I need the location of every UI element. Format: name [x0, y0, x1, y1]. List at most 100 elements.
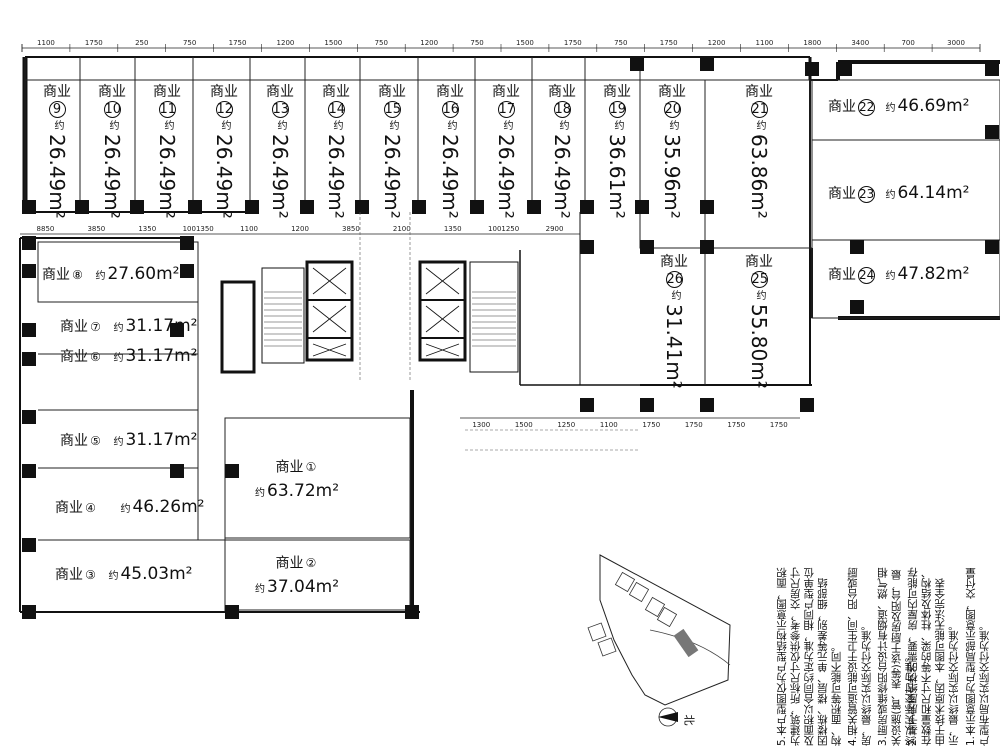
pillar — [580, 398, 594, 412]
unit-name: 商业 — [98, 84, 126, 100]
unit-name: 商业 — [378, 84, 406, 100]
pillar — [800, 398, 814, 412]
dim-text-bottom: 1500 — [515, 421, 533, 429]
site-plan-inset — [587, 554, 731, 727]
core-stairs-elevators — [220, 260, 519, 374]
dim-text-bottom: 1250 — [557, 421, 575, 429]
pillar — [22, 323, 36, 337]
area-prefix: 约 — [331, 120, 342, 130]
unit-name: 商业 — [548, 84, 576, 100]
dim-text-bottom: 1750 — [685, 421, 703, 429]
unit-number-badge: 11 — [158, 101, 177, 118]
pillar — [22, 538, 36, 552]
area-value: 26.49m² — [100, 134, 124, 219]
pillar — [700, 398, 714, 412]
dim-text-top: 250 — [135, 39, 148, 47]
area-prefix: 约 — [107, 120, 118, 130]
pillar — [850, 300, 864, 314]
pillar — [22, 605, 36, 619]
area-value: 26.49m² — [494, 134, 518, 219]
area-value: 36.61m² — [605, 134, 629, 219]
area-prefix: 约 — [667, 120, 678, 130]
dim-text-top: 1100 — [37, 39, 55, 47]
area-prefix: 约 — [501, 120, 512, 130]
pillar — [245, 200, 259, 214]
unit-number-badge: 17 — [497, 101, 516, 118]
dim-text-top: 750 — [375, 39, 388, 47]
area-prefix: 约 — [219, 120, 230, 130]
north-label: 北 — [682, 714, 696, 726]
pillar — [630, 57, 644, 71]
area-value: 26.49m² — [268, 134, 292, 219]
pillar — [635, 200, 649, 214]
pillar — [985, 62, 999, 76]
dim-text-middle: 1350 — [444, 225, 462, 233]
pillar — [985, 125, 999, 139]
pillar — [640, 398, 654, 412]
unit-name: 商业 — [153, 84, 181, 100]
area-prefix: 约 — [669, 290, 680, 300]
pillar — [405, 605, 419, 619]
north-arrow — [658, 707, 678, 727]
dim-text-middle: 1001250 — [488, 225, 519, 233]
dim-text-middle: 2100 — [393, 225, 411, 233]
unit-name: 商业 — [658, 84, 686, 100]
dim-text-top: 1800 — [803, 39, 821, 47]
unit-name: 商业 — [603, 84, 631, 100]
unit-name: 商业 — [43, 84, 71, 100]
unit-number-badge: 12 — [215, 101, 234, 118]
dim-text-top: 1200 — [277, 39, 295, 47]
pillar — [700, 240, 714, 254]
structural-pillars — [22, 57, 999, 619]
dim-text-top: 750 — [470, 39, 483, 47]
area-value: 35.96m² — [660, 134, 684, 219]
unit-number-badge: 20 — [663, 101, 682, 118]
unit-number-badge: 25 — [750, 271, 769, 288]
dim-text-bottom: 1750 — [770, 421, 788, 429]
area-prefix: 约 — [754, 290, 765, 300]
pillar — [22, 200, 36, 214]
area-prefix: 约 — [275, 120, 286, 130]
pillar — [580, 240, 594, 254]
unit-number-badge: 26 — [665, 271, 684, 288]
area-prefix: 约 — [754, 120, 765, 130]
pillar — [527, 200, 541, 214]
unit-area: 约 26.49m² — [494, 120, 518, 219]
area-prefix: 约 — [612, 120, 623, 130]
dim-text-top: 1100 — [756, 39, 774, 47]
unit-name: 商业 — [436, 84, 464, 100]
pillar — [985, 240, 999, 254]
stair-treads — [264, 291, 516, 347]
unit-number-badge: 15 — [383, 101, 402, 118]
dim-text-middle: 1001350 — [183, 225, 214, 233]
pillar — [225, 605, 239, 619]
unit-number-badge: 19 — [608, 101, 627, 118]
area-value: 26.49m² — [550, 134, 574, 219]
area-value: 26.49m² — [438, 134, 462, 219]
unit-name: 商业 — [492, 84, 520, 100]
unit-area: 约 26.49m² — [268, 120, 292, 219]
dim-text-middle: 1350 — [138, 225, 156, 233]
pillar — [22, 410, 36, 424]
unit-number-badge: 14 — [327, 101, 346, 118]
area-value: 31.41m² — [662, 304, 686, 389]
